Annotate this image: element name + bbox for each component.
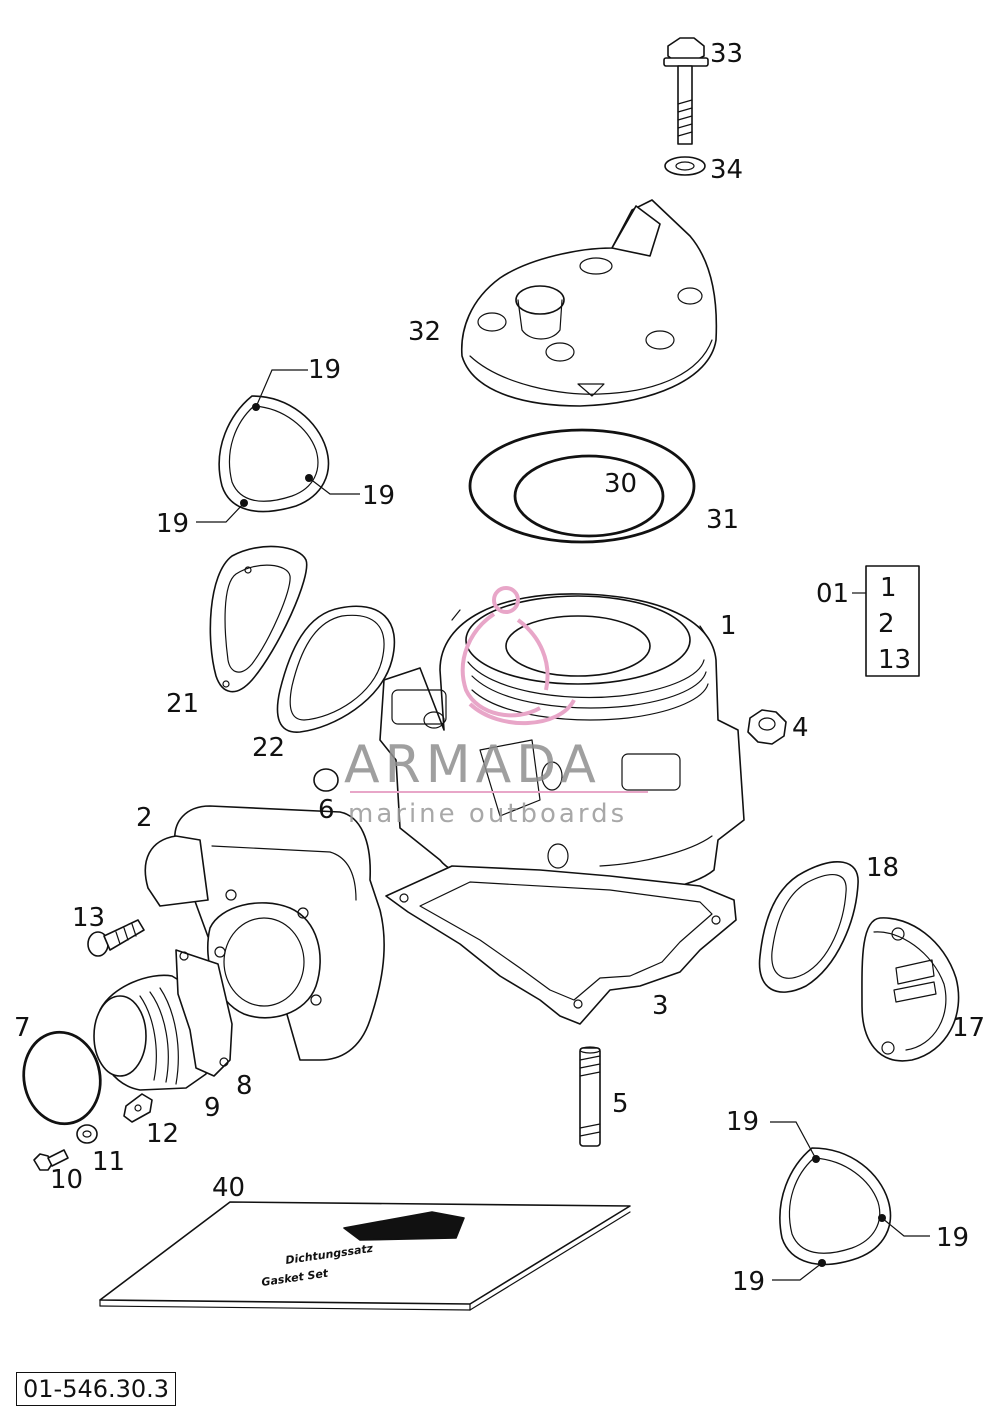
part-labels: 33 34 32 19 19 19 30 31 1 21 22 4 6 2 18… (14, 39, 985, 1297)
watermark-logo (460, 586, 576, 725)
label-33: 33 (710, 39, 743, 69)
part-13-screw[interactable] (87, 919, 145, 957)
label-34: 34 (710, 155, 743, 185)
label-31: 31 (706, 505, 739, 535)
label-1: 1 (720, 611, 737, 641)
kit-label: 01 (816, 579, 849, 609)
label-19-lower-top: 19 (726, 1107, 759, 1137)
label-5: 5 (612, 1089, 629, 1119)
watermark-tagline: marine outboards (348, 799, 627, 829)
part-12-plate[interactable] (123, 1093, 153, 1123)
label-19-top: 19 (308, 355, 341, 385)
label-30: 30 (604, 469, 637, 499)
label-8: 8 (236, 1071, 253, 1101)
part-19-cover-gasket-lower[interactable] (770, 1121, 930, 1281)
label-11: 11 (92, 1147, 125, 1177)
label-19-lower-left: 19 (732, 1267, 765, 1297)
part-10-bolt[interactable] (33, 1149, 69, 1171)
part-6-o-ring[interactable] (313, 768, 339, 792)
label-13: 13 (72, 903, 105, 933)
label-2: 2 (136, 803, 153, 833)
label-6: 6 (318, 795, 335, 825)
part-22-exhaust-gasket[interactable] (276, 605, 396, 733)
label-19-lower-right: 19 (936, 1223, 969, 1253)
label-3: 3 (652, 991, 669, 1021)
drawing-number: 01-546.30.3 (16, 1372, 177, 1406)
part-4-nut[interactable] (747, 709, 787, 745)
part-3-cylinder-base-gasket[interactable] (385, 865, 737, 1025)
part-7-o-ring[interactable] (17, 1026, 108, 1130)
part-5-stud[interactable] (579, 1046, 601, 1147)
part-32-cylinder-head[interactable] (460, 199, 718, 407)
watermark-brand: ARMADA (344, 735, 601, 795)
label-21: 21 (166, 689, 199, 719)
part-19-cover-gasket-upper[interactable] (196, 369, 360, 523)
label-19-right: 19 (362, 481, 395, 511)
label-7: 7 (14, 1013, 31, 1043)
kit-item-1: 1 (880, 573, 897, 603)
label-18: 18 (866, 853, 899, 883)
part-2-exhaust-valve-housing[interactable] (144, 805, 385, 1061)
part-33-bolt[interactable] (663, 37, 709, 145)
kit-callout-text: 01 1 2 13 (816, 573, 911, 675)
label-4: 4 (792, 713, 809, 743)
part-34-washer[interactable] (664, 156, 706, 176)
label-22: 22 (252, 733, 285, 763)
watermark: ARMADA marine outboards (344, 586, 648, 829)
label-40: 40 (212, 1173, 245, 1203)
label-9: 9 (204, 1093, 221, 1123)
kit-item-3: 13 (878, 645, 911, 675)
part-30-head-o-ring-inner[interactable] (513, 454, 665, 538)
part-8-flange-gasket[interactable] (175, 949, 233, 1077)
part-21-exhaust-gasket[interactable] (209, 545, 308, 693)
kit-callout-01 (852, 565, 920, 677)
label-19-left: 19 (156, 509, 189, 539)
part-1-cylinder[interactable] (379, 593, 745, 898)
kit-item-2: 2 (878, 609, 895, 639)
label-32: 32 (408, 317, 441, 347)
label-12: 12 (146, 1119, 179, 1149)
label-17: 17 (952, 1013, 985, 1043)
part-31-head-o-ring-outer[interactable] (468, 428, 696, 544)
part-18-cover-gasket[interactable] (758, 861, 859, 993)
label-10: 10 (50, 1165, 83, 1195)
part-40-gasket-kit[interactable]: Dichtungssatz Gasket Set (99, 1201, 631, 1311)
part-11-washer[interactable] (76, 1124, 98, 1144)
part-17-valve-cover[interactable] (861, 917, 960, 1062)
